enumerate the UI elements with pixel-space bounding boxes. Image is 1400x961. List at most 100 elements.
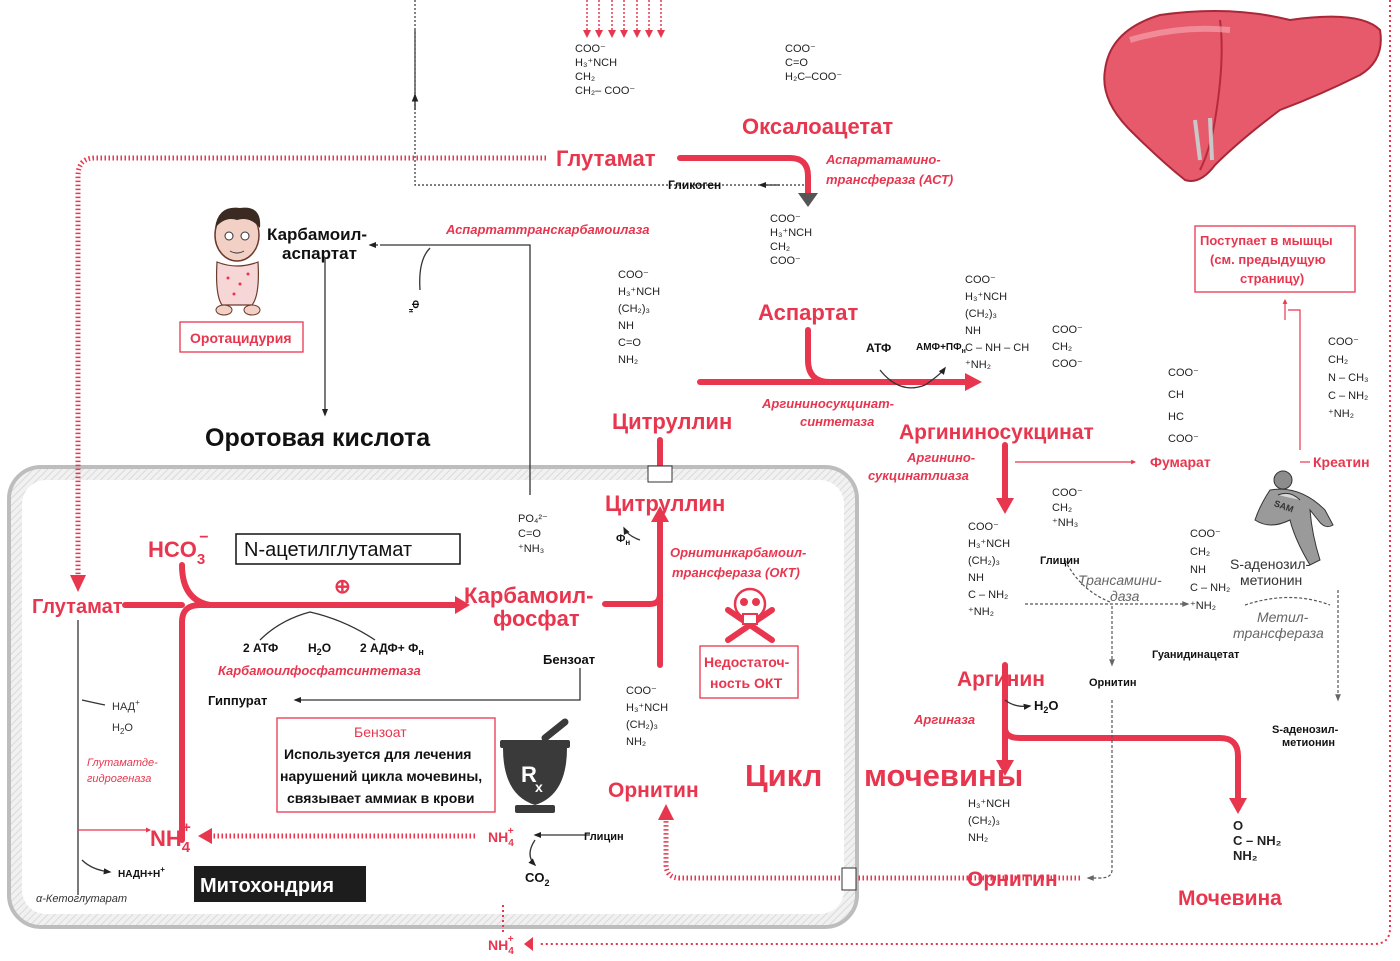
oxaloacetate: Оксалоацетат [742, 114, 893, 139]
fumarate: Фумарат [1150, 454, 1211, 470]
structure-argininosuccinate-right-line: CH₂ [1052, 341, 1072, 353]
cps: Карбамоилфосфатсинтетаза [218, 663, 421, 678]
n-acetylglutamate: N-ацетилглутамат [244, 539, 412, 561]
creatine: Креатин [1313, 454, 1370, 470]
structure-urea-line: O [1233, 818, 1243, 833]
structure-citrulline-line: (CH₂)₃ [618, 303, 650, 315]
structure-argininosuccinate-right-line: COO⁻ [1052, 324, 1083, 336]
pathway-arrowheads [455, 193, 1247, 814]
structure-oxaloacetate-line: C=O [785, 57, 808, 69]
hippurate: Гиппурат [208, 693, 267, 708]
benzoate: Бензоат [543, 652, 595, 667]
structure-arginine-line: (CH₂)₃ [968, 555, 1000, 567]
structure-citrulline-line: NH [618, 320, 634, 332]
orotaciduria-label: Оротацидурия [190, 330, 292, 346]
ast-2: трансфераза (АСТ) [826, 172, 953, 187]
top-black-dotted [414, 0, 805, 186]
citrulline-transporter [647, 465, 673, 483]
atp: АТФ [866, 341, 891, 355]
structure-glycine-line: CH₂ [1052, 502, 1072, 514]
structure-ornithine-bottom-line: (CH₂)₃ [968, 815, 1000, 827]
glutamate-left: Глутамат [32, 596, 123, 618]
ass-1: Аргининосукцинат- [761, 396, 894, 411]
phi-atc: Фн [407, 300, 420, 313]
benzoate-note-title: Бензоат [354, 724, 407, 740]
ast-1: Аспартатамино- [825, 152, 941, 167]
structure-aspartate-line: COO⁻ [770, 213, 801, 225]
structure-arginine-line: NH [968, 572, 984, 584]
structure-creatine-line: CH₂ [1328, 354, 1348, 366]
nh4-benzoate: NH4+ [488, 826, 514, 849]
nag-box [235, 533, 461, 565]
thin-arrows [77, 181, 1032, 895]
structure-ornithine-line: (CH₂)₃ [626, 719, 658, 731]
structure-citrulline-line: COO⁻ [618, 269, 649, 281]
two-atp: 2 АТФ [243, 641, 278, 655]
citrulline-mito: Цитруллин [605, 491, 725, 516]
h2o-gdh: H2O [112, 722, 133, 736]
arginine: Аргинин [957, 668, 1045, 691]
structure-guanidinoacetate-line: NH [1190, 564, 1206, 576]
top-red-arrowheads [583, 30, 665, 38]
structure-guanidinoacetate-line: CH₂ [1190, 546, 1210, 558]
two-adp: 2 АДФ+ Фн [360, 641, 424, 657]
structure-ornithine-bottom-line: H₃⁺NCH [968, 798, 1010, 810]
otc-deficiency-box [699, 645, 799, 699]
citrulline-top: Цитруллин [612, 409, 732, 434]
liver-icon [1103, 10, 1382, 182]
phi-otc: Фн [616, 533, 630, 547]
atc: Аспартаттранскарбамоилаза [445, 222, 649, 237]
structure-guanidinoacetate-line: ⁺NH₂ [1190, 600, 1216, 612]
gray-dashed-arrows [1015, 299, 1341, 881]
structure-ornithine-line: H₃⁺NCH [626, 702, 668, 714]
arrow-to-glutamate-left [70, 575, 86, 592]
arrow-to-nh4 [198, 828, 212, 844]
ornithine-transporter [841, 867, 857, 891]
structure-argininosuccinate-left-line: COO⁻ [965, 274, 996, 286]
structure-creatine-line: COO⁻ [1328, 336, 1359, 348]
alpha-ketoglutarate: α-Кетоглутарат [36, 893, 127, 905]
structure-arginine-line: H₃⁺NCH [968, 538, 1010, 550]
glycine-right: Глицин [1040, 555, 1080, 567]
carbamoyl-phosphate-1: Карбамоил- [464, 583, 593, 608]
gdh-2: гидрогеназа [87, 773, 151, 785]
urea: Мочевина [1178, 887, 1282, 910]
orotaciduria-box [179, 321, 304, 353]
structure-guanidinoacetate-line: C – NH₂ [1190, 582, 1230, 594]
structure-creatine-line: ⁺NH₂ [1328, 408, 1354, 420]
sah-2: метионин [1282, 737, 1335, 749]
structure-argininosuccinate-left-line: H₃⁺NCH [965, 291, 1007, 303]
glycine-left: Глицин [584, 831, 624, 843]
muscles-note-2: (см. предыдущую [1210, 252, 1326, 267]
mitochondria-compartment [7, 465, 859, 929]
top-red-arrows [586, 0, 662, 32]
structure-glutamate-line: COO⁻ [575, 43, 606, 55]
structure-fumarate-line: COO⁻ [1168, 367, 1199, 379]
muscles-note-3: страницу) [1240, 271, 1304, 286]
co2: CO2 [525, 870, 550, 888]
transamidinase-1: Трансамини- [1078, 572, 1162, 588]
structure-creatine-line: N – CH₃ [1328, 372, 1369, 384]
glutamate-top: Глутамат [556, 146, 656, 171]
structure-carbamoyl-phosphate-line: ⁺NH₃ [518, 543, 544, 555]
muscles-note-1: Поступает в мышцы [1200, 233, 1333, 248]
structure-urea-line: C – NH₂ [1233, 833, 1282, 848]
structure-ornithine-bottom-line: NH₂ [968, 832, 988, 844]
structure-ornithine-line: COO⁻ [626, 685, 657, 697]
transamidinase-2: даза [1110, 588, 1140, 604]
mitochondria-label: Митохондрия [200, 875, 334, 897]
structure-oxaloacetate-line: H₂C–COO⁻ [785, 71, 842, 83]
h2o-cps: H2O [308, 641, 331, 657]
sam-superhero-icon: SAM [1254, 470, 1334, 566]
child-figure-icon [214, 207, 261, 316]
structure-urea-line: NH₂ [1233, 848, 1258, 863]
otc-deficiency-2: ность ОКТ [710, 675, 783, 691]
arrow-to-ornithine [658, 804, 674, 820]
structure-glutamate-line: H₃⁺NCH [575, 57, 617, 69]
methyltransferase-1: Метил- [1257, 609, 1309, 625]
structure-ornithine-line: NH₂ [626, 736, 646, 748]
structure-citrulline-line: H₃⁺NCH [618, 286, 660, 298]
structure-aspartate-line: H₃⁺NCH [770, 227, 812, 239]
gdh-1: Глутаматде- [87, 757, 158, 769]
structure-argininosuccinate-left-line: NH [965, 325, 981, 337]
